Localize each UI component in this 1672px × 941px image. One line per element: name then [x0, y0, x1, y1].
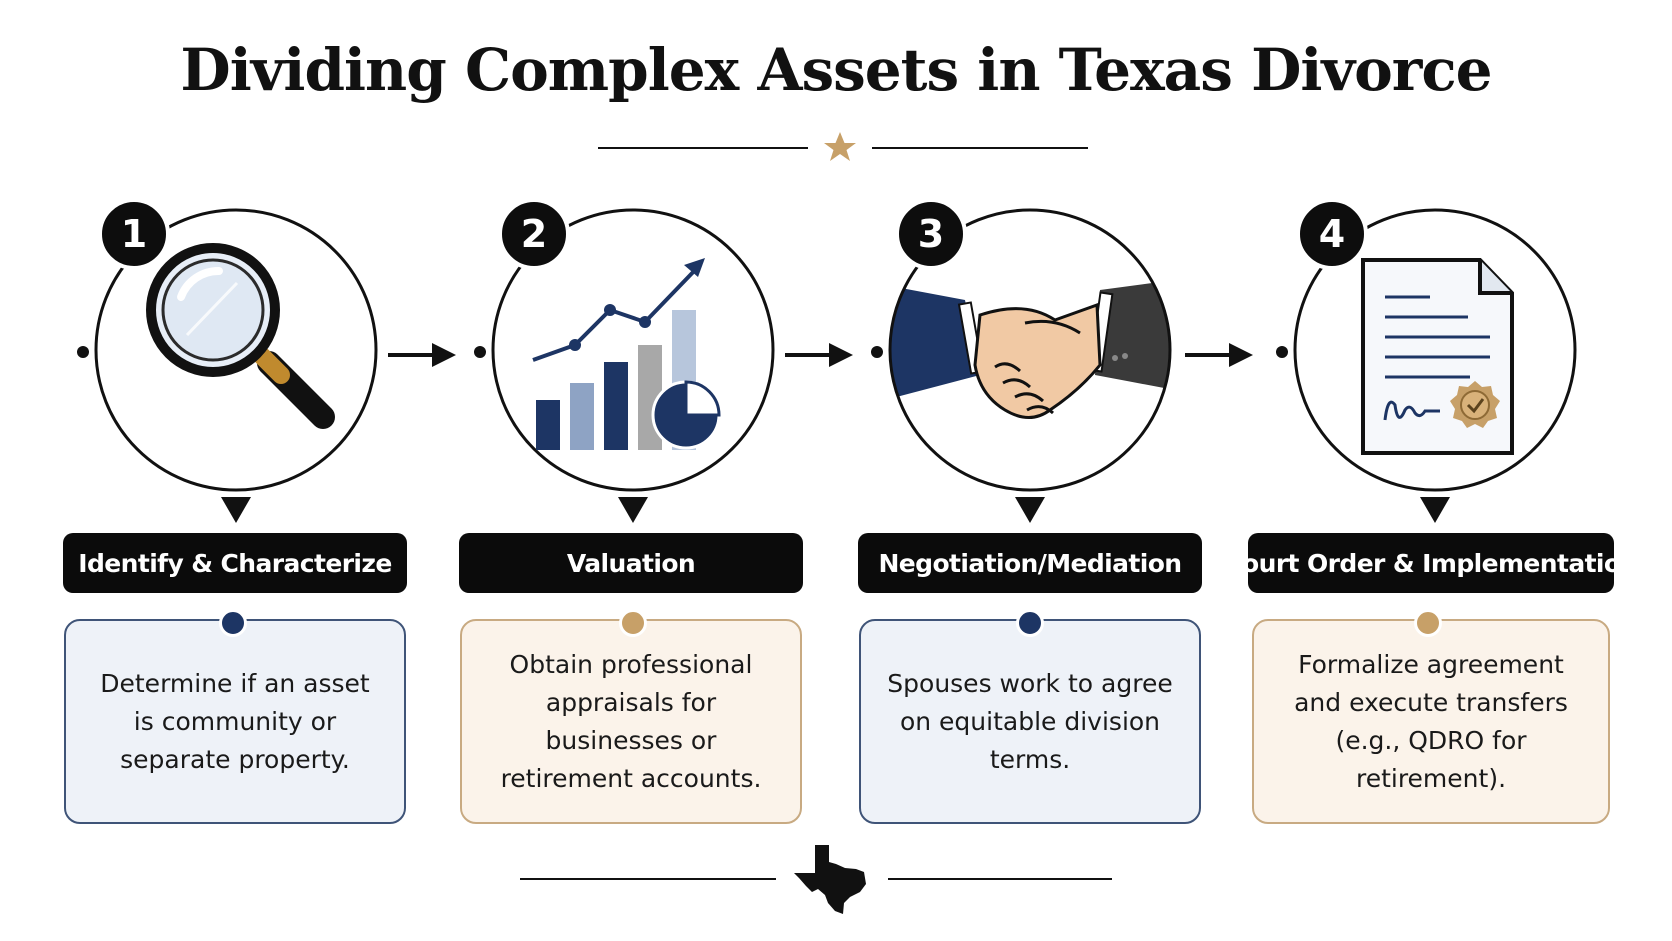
- arrow-right-icon: [388, 343, 456, 367]
- step-3-description-card: Spouses work to agree on equitable divis…: [859, 619, 1201, 824]
- step-3-number-badge: 3: [895, 198, 967, 270]
- title-divider: [598, 132, 1088, 161]
- step-1-description: Determine if an asset is community or se…: [100, 668, 370, 774]
- step-1-circle: [77, 205, 381, 523]
- footer-divider: [520, 845, 1112, 914]
- texas-map-icon: [794, 845, 866, 914]
- step-3-description: Spouses work to agree on equitable divis…: [887, 668, 1173, 774]
- step-1-label: Identify & Characterize: [63, 533, 407, 593]
- step-4-description: Formalize agreement and execute transfer…: [1294, 649, 1568, 793]
- magnifying-glass-icon: [146, 243, 335, 429]
- growth-chart-icon: [532, 258, 721, 450]
- star-icon: [824, 132, 856, 161]
- step-2-label: Valuation: [459, 533, 803, 593]
- signed-document-icon: [1361, 258, 1514, 455]
- step-2-circle: [474, 205, 778, 523]
- step-4-description-card: Formalize agreement and execute transfer…: [1252, 619, 1610, 824]
- step-4-circle: [1276, 205, 1580, 523]
- step-2-card-dot: [619, 609, 647, 637]
- step-2-description-card: Obtain professional appraisals for busin…: [460, 619, 802, 824]
- step-3-card-dot: [1016, 609, 1044, 637]
- step-1-card-dot: [219, 609, 247, 637]
- handshake-icon: [891, 280, 1169, 419]
- step-4-number-badge: 4: [1296, 198, 1368, 270]
- step-4-label: Court Order & Implementation: [1224, 533, 1638, 593]
- step-3-label: Negotiation/Mediation: [858, 533, 1202, 593]
- step-1-number-badge: 1: [98, 198, 170, 270]
- step-2-description: Obtain professional appraisals for busin…: [500, 649, 762, 793]
- step-3-circle: [871, 205, 1175, 523]
- page-title: Dividing Complex Assets in Texas Divorce: [180, 36, 1492, 104]
- arrow-right-icon: [1185, 343, 1253, 367]
- step-1-description-card: Determine if an asset is community or se…: [64, 619, 406, 824]
- step-2-number-badge: 2: [498, 198, 570, 270]
- arrow-right-icon: [785, 343, 853, 367]
- step-4-card-dot: [1414, 609, 1442, 637]
